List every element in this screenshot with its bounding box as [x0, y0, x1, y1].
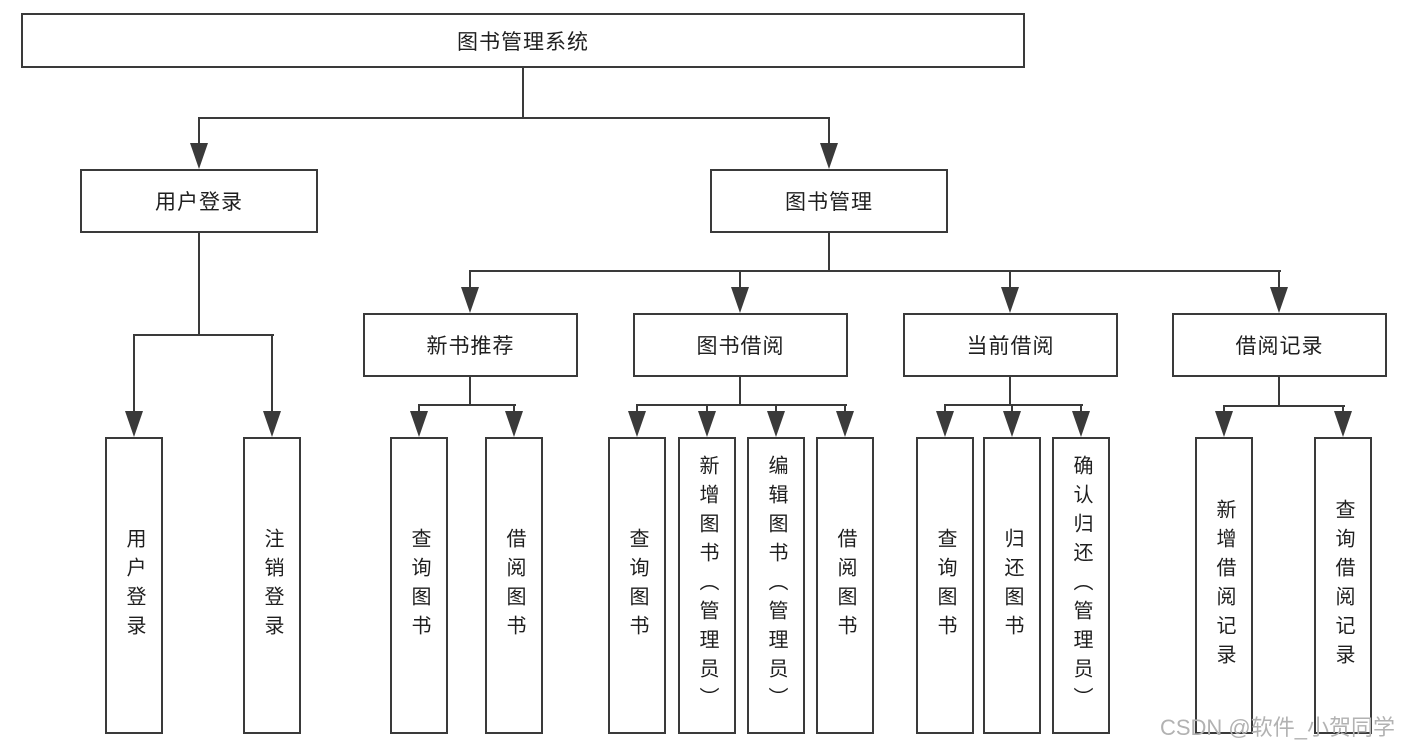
- leaf-logout: 注销登录: [243, 437, 301, 734]
- connector-book-mgmt-drop-1: [469, 270, 471, 292]
- connector-records-stem: [1278, 377, 1280, 407]
- connector-book-mgmt-stem: [828, 233, 830, 272]
- node-borrow-records: 借阅记录: [1172, 313, 1387, 377]
- connector-borrow-drop-3: [775, 404, 777, 414]
- node-user-login: 用户登录: [80, 169, 318, 233]
- connector-user-login-drop-1: [133, 334, 135, 414]
- node-book-borrow: 图书借阅: [633, 313, 848, 377]
- arrow-down-icon: [1334, 411, 1352, 437]
- connector-book-mgmt-drop-2: [739, 270, 741, 292]
- connector-records-bar: [1223, 405, 1345, 407]
- connector-borrow-bar: [636, 404, 847, 406]
- connector-current-bar: [944, 404, 1083, 406]
- arrow-down-icon: [410, 411, 428, 437]
- leaf-borrow-query-book: 查询图书: [608, 437, 666, 734]
- leaf-borrow-edit-book-admin: 编辑图书（管理员）: [747, 437, 805, 734]
- connector-root-stem: [522, 68, 524, 118]
- connector-root-left-drop: [198, 117, 200, 147]
- connector-recommend-bar: [418, 404, 516, 406]
- leaf-borrow-add-book-admin: 新增图书（管理员）: [678, 437, 736, 734]
- arrow-down-icon: [190, 143, 208, 169]
- connector-borrow-stem: [739, 377, 741, 406]
- connector-borrow-drop-1: [636, 404, 638, 414]
- arrow-down-icon: [1072, 411, 1090, 437]
- node-current-borrow: 当前借阅: [903, 313, 1118, 377]
- node-new-book-recommend: 新书推荐: [363, 313, 578, 377]
- arrow-down-icon: [1001, 287, 1019, 313]
- leaf-user-login: 用户登录: [105, 437, 163, 734]
- connector-book-mgmt-bar: [469, 270, 1281, 272]
- connector-recommend-stem: [469, 377, 471, 406]
- connector-root-bar: [198, 117, 830, 119]
- arrow-down-icon: [820, 143, 838, 169]
- leaf-records-query-record: 查询借阅记录: [1314, 437, 1372, 734]
- connector-current-drop-1: [944, 404, 946, 414]
- connector-current-drop-3: [1080, 404, 1082, 414]
- connector-current-stem: [1009, 377, 1011, 406]
- connector-records-drop-2: [1342, 405, 1344, 414]
- arrow-down-icon: [1003, 411, 1021, 437]
- arrow-down-icon: [263, 411, 281, 437]
- arrow-down-icon: [731, 287, 749, 313]
- leaf-current-query-book: 查询图书: [916, 437, 974, 734]
- arrow-down-icon: [767, 411, 785, 437]
- connector-user-login-drop-2: [271, 334, 273, 414]
- connector-root-right-drop: [828, 117, 830, 147]
- arrow-down-icon: [628, 411, 646, 437]
- arrow-down-icon: [461, 287, 479, 313]
- arrow-down-icon: [698, 411, 716, 437]
- connector-recommend-drop-1: [418, 404, 420, 414]
- arrow-down-icon: [836, 411, 854, 437]
- arrow-down-icon: [1215, 411, 1233, 437]
- arrow-down-icon: [125, 411, 143, 437]
- node-root: 图书管理系统: [21, 13, 1025, 68]
- connector-user-login-stem: [198, 233, 200, 336]
- leaf-recommend-query-book: 查询图书: [390, 437, 448, 734]
- connector-user-login-bar: [133, 334, 274, 336]
- node-book-management: 图书管理: [710, 169, 948, 233]
- leaf-current-return-book: 归还图书: [983, 437, 1041, 734]
- connector-borrow-drop-4: [844, 404, 846, 414]
- arrow-down-icon: [936, 411, 954, 437]
- leaf-records-add-record: 新增借阅记录: [1195, 437, 1253, 734]
- leaf-borrow-borrow-book: 借阅图书: [816, 437, 874, 734]
- connector-book-mgmt-drop-4: [1278, 270, 1280, 292]
- connector-book-mgmt-drop-3: [1009, 270, 1011, 292]
- connector-recommend-drop-2: [513, 404, 515, 414]
- leaf-current-confirm-return-admin: 确认归还（管理员）: [1052, 437, 1110, 734]
- connector-current-drop-2: [1011, 404, 1013, 414]
- connector-records-drop-1: [1223, 405, 1225, 414]
- connector-borrow-drop-2: [706, 404, 708, 414]
- arrow-down-icon: [505, 411, 523, 437]
- leaf-recommend-borrow-book: 借阅图书: [485, 437, 543, 734]
- csdn-watermark: CSDN @软件_小贺同学: [1159, 715, 1395, 740]
- arrow-down-icon: [1270, 287, 1288, 313]
